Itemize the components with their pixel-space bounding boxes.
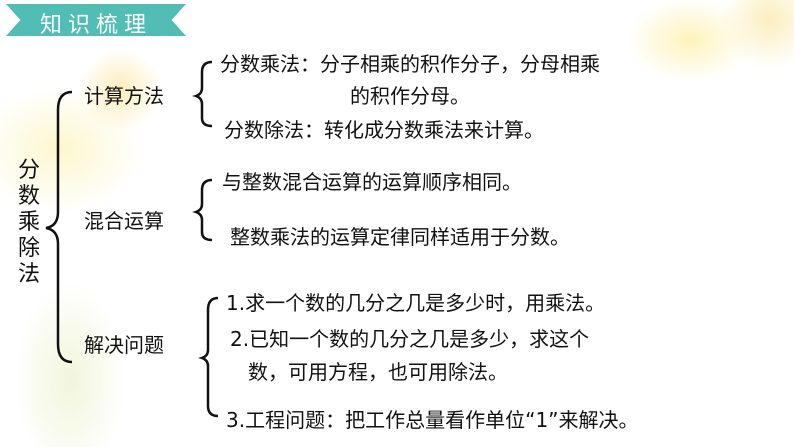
item-text: 整数乘法的运算定律同样适用于分数。	[230, 225, 570, 249]
item-text: 的积作分母。	[350, 84, 470, 108]
section-label-calc: 计算方法	[84, 84, 164, 108]
section-label-mixed: 混合运算	[84, 209, 164, 233]
item-text: 2.已知一个数的几分之几是多少，求这个	[230, 327, 590, 351]
banner-title: 知识梳理	[39, 13, 152, 38]
section-label-solve: 解决问题	[84, 333, 164, 357]
brace-calc	[192, 60, 213, 128]
main-brace	[45, 90, 73, 364]
brace-solve	[198, 296, 219, 418]
item-text: 分数乘法：分子相乘的积作分子，分母相乘	[220, 52, 600, 76]
brace-mixed	[192, 178, 213, 242]
item-text: 3.工程问题：把工作总量看作单位“1”来解决。	[226, 408, 639, 432]
item-text: 与整数混合运算的运算顺序相同。	[222, 170, 522, 194]
item-text: 1.求一个数的几分之几是多少时，用乘法。	[226, 291, 606, 315]
item-text: 数，可用方程，也可用除法。	[248, 360, 508, 384]
root-topic: 分数乘除法	[17, 158, 40, 287]
item-text: 分数除法：转化成分数乘法来计算。	[224, 118, 544, 142]
section-banner: 知识梳理	[6, 4, 186, 36]
